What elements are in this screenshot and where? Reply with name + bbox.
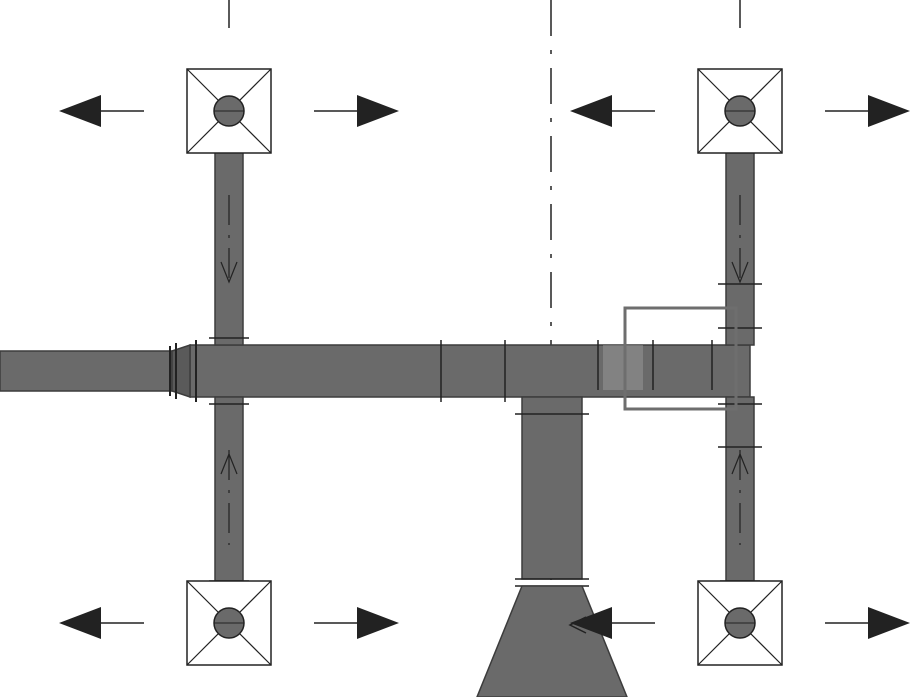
duct-trunk-segment[interactable] xyxy=(189,344,751,398)
flow-direction-up-icon xyxy=(220,452,238,475)
main-duct[interactable] xyxy=(0,340,751,402)
arrow-right-icon xyxy=(825,607,910,639)
arrow-left-icon xyxy=(59,95,144,127)
flow-direction-down-icon xyxy=(731,261,749,284)
arrow-right-icon xyxy=(314,95,399,127)
duct-transition-fitting[interactable] xyxy=(171,343,191,399)
tee-down-duct[interactable] xyxy=(476,396,628,697)
arrow-head xyxy=(59,95,101,127)
arrow-right-icon xyxy=(825,95,910,127)
duct-plenum-transition[interactable] xyxy=(476,585,628,697)
selection-rectangle[interactable] xyxy=(623,306,738,411)
arrow-head xyxy=(868,607,910,639)
selection-highlight xyxy=(603,345,643,390)
arrow-head xyxy=(570,95,612,127)
arrow-head xyxy=(357,95,399,127)
flow-arrows xyxy=(59,95,910,639)
arrow-left-icon xyxy=(570,95,655,127)
selection-box[interactable] xyxy=(603,306,738,411)
branch-duct-bottom-right[interactable] xyxy=(725,396,755,582)
diffuser-bottom-right[interactable] xyxy=(697,580,783,666)
branch-duct-top-left[interactable] xyxy=(214,149,244,346)
duct-riser-segment[interactable] xyxy=(521,396,583,580)
diffuser-top-left[interactable] xyxy=(186,68,272,154)
branch-duct-top-right[interactable] xyxy=(725,149,755,346)
flow-direction-up-icon xyxy=(731,452,749,475)
arrow-head xyxy=(868,95,910,127)
arrow-head xyxy=(59,607,101,639)
diffuser-top-right[interactable] xyxy=(697,68,783,154)
arrow-head xyxy=(570,607,612,639)
branch-duct-bottom-left[interactable] xyxy=(214,396,244,582)
arrow-right-icon xyxy=(314,607,399,639)
diffuser-bottom-left[interactable] xyxy=(186,580,272,666)
arrow-left-icon xyxy=(570,607,655,639)
arrow-head xyxy=(357,607,399,639)
arrow-left-icon xyxy=(59,607,144,639)
flow-direction-down-icon xyxy=(220,261,238,284)
diffusers xyxy=(186,68,783,666)
duct-inlet-segment[interactable] xyxy=(0,350,173,392)
